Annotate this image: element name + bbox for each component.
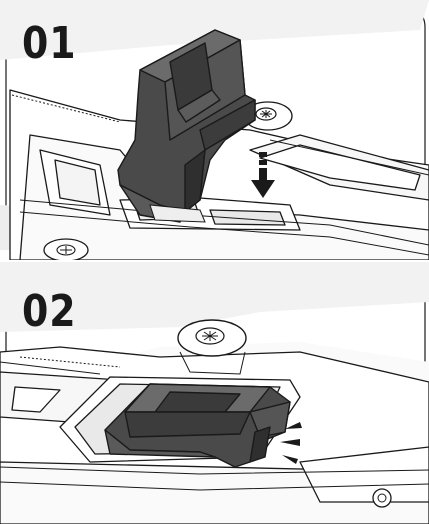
screw-icon bbox=[243, 101, 293, 131]
step-01-illustration bbox=[0, 0, 429, 260]
step-02-illustration bbox=[0, 262, 429, 524]
screw-icon bbox=[372, 488, 392, 508]
base-housing bbox=[9, 89, 429, 260]
step-number: 01 bbox=[22, 18, 77, 69]
rail-lines bbox=[0, 356, 429, 491]
step-number: 02 bbox=[22, 286, 77, 337]
screw-icon bbox=[177, 319, 247, 375]
step-01-panel: 01 bbox=[0, 0, 429, 260]
screw-icon bbox=[43, 238, 89, 260]
down-arrow-icon bbox=[251, 152, 275, 198]
step-02-panel: 02 bbox=[0, 262, 429, 524]
clip-part bbox=[104, 383, 291, 468]
click-sound-icon bbox=[280, 422, 302, 464]
rail-lines bbox=[11, 94, 429, 256]
